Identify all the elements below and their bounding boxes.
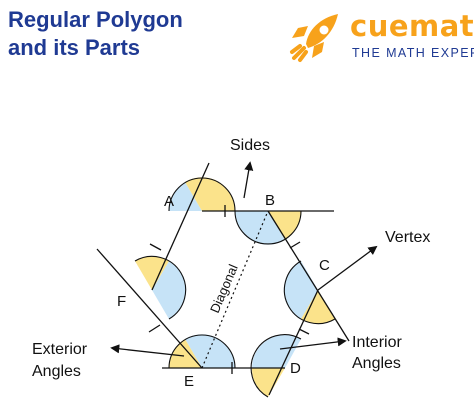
hexagon-side-lines	[96, 162, 350, 396]
brand-name: cuemath	[350, 9, 474, 43]
vertex-label-a: A	[164, 193, 174, 210]
exterior-angles-label-line1: Exterior	[32, 341, 88, 358]
vertex-label: Vertex	[385, 229, 430, 246]
exterior-angles-label-line2: Angles	[32, 363, 81, 380]
interior-angles-arrow	[279, 337, 347, 350]
brand-tagline: THE MATH EXPERT	[352, 46, 474, 60]
exterior-angle-c	[301, 290, 335, 324]
exterior-angle-f	[135, 256, 169, 290]
rocket-icon	[290, 14, 338, 62]
interior-angle-d	[251, 334, 301, 368]
interior-angles-label-line2: Angles	[352, 355, 401, 372]
sides-arrow	[243, 161, 254, 199]
side-ef-extended	[96, 248, 203, 369]
side-cd-extended	[268, 289, 319, 396]
exterior-angle-d	[251, 368, 285, 397]
side-bc-extended	[267, 210, 350, 342]
annotation-arrows	[110, 161, 378, 357]
title-line-1: Regular Polygon	[8, 7, 183, 32]
title-line-2: and its Parts	[8, 35, 141, 60]
vertex-label-e: E	[184, 373, 194, 390]
exterior-angles-arrow	[110, 344, 185, 357]
vertex-label-d: D	[290, 360, 301, 377]
page-title: Regular Polygon and its Parts	[8, 6, 183, 62]
vertex-label-f: F	[117, 293, 126, 310]
vertex-labels: A B C D E F	[117, 192, 330, 390]
vertex-arrow	[317, 245, 378, 291]
equal-side-ticks	[148, 205, 310, 374]
cuemath-logo: cuemath THE MATH EXPERT	[286, 8, 474, 64]
interior-angles-label-line1: Interior	[352, 334, 402, 351]
interior-angle-c	[283, 261, 318, 319]
sides-label: Sides	[230, 137, 270, 154]
side-fa-extended	[151, 162, 210, 291]
vertex-label-c: C	[319, 257, 330, 274]
annotation-labels: Sides Vertex Interior Angles Exterior An…	[32, 137, 430, 380]
diagonal-line	[201, 210, 269, 369]
vertex-label-b: B	[265, 192, 275, 209]
interior-angle-f	[152, 261, 187, 319]
